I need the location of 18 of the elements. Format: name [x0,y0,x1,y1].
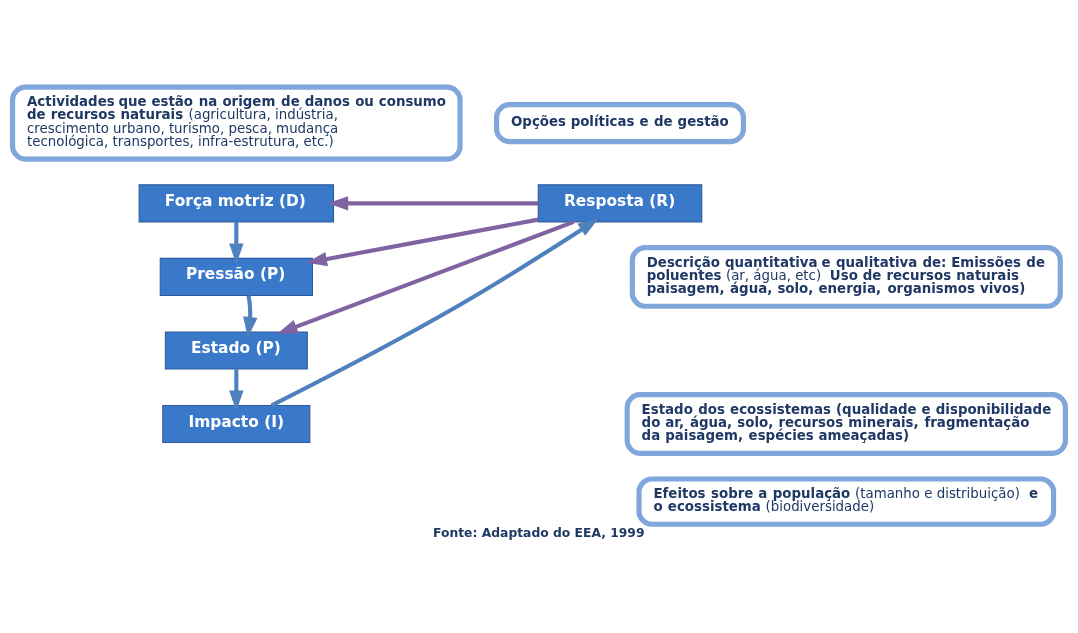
node-box: Descrição quantitativa e qualitativa de: Emissões de poluentes (ar, água, etc) Uso de recursos naturais paisagem, água, solo, energia, organismos vivos) [629,245,1063,309]
node-box: Estado (P) [164,331,308,370]
node-box: Força motriz (D) [138,184,335,223]
arrow [327,196,539,211]
arrow [243,295,258,338]
node-box: Actividades que estão na origem de danos ou consumo de recursos naturais (agricultura, indústria, crescimento urbano, turismo, pesca, mudança tecnológica, transportes, infra-estrutura, etc.) [10,84,463,162]
node-box: Pressão (P) [159,257,313,296]
arrow [229,222,244,265]
node-box: Resposta (R) [537,184,703,223]
node-box: Efeitos sobre a população (tamanho e distribuição) e o ecossistema (biodiversidade) [636,476,1057,527]
arrow [306,217,539,267]
caption: Fonte: Adaptado do EEA, 1999 [433,526,645,541]
node-box: Opções políticas e de gestão [494,102,746,145]
node-box: Estado dos ecossistemas (qualidade e disponibilidade do ar, água, solo, recursos minerais, fragmentação da paisagem, espécies ameaçadas) [624,392,1068,456]
arrow [270,218,599,408]
arrow [229,369,244,412]
node-box: Impacto (I) [162,404,311,444]
arrow [276,219,575,335]
